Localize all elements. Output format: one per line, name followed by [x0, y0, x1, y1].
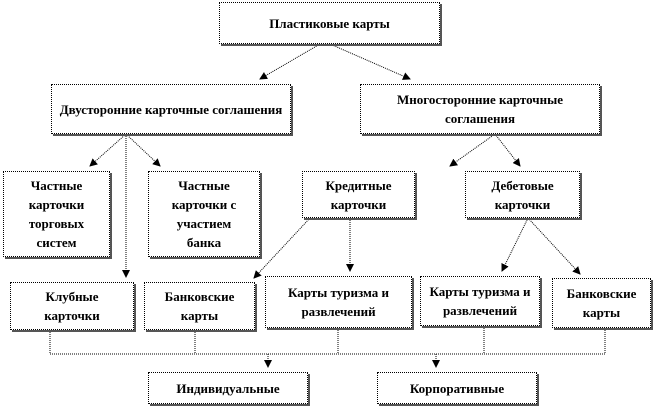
arrow-debit-tourism [501, 217, 529, 272]
node-tourism-2: Карты туризма и развлечений [420, 276, 540, 326]
node-debit: Дебетовые карточки [465, 171, 580, 218]
node-bank-1: Банковские карты [144, 282, 255, 330]
node-tourism-1: Карты туризма и развлечений [265, 276, 412, 328]
arrow-debit-bank [527, 217, 581, 275]
node-bank-2: Банковские карты [552, 278, 651, 328]
arrow-credit-bank [253, 217, 311, 279]
arrow-bilateral-private-trade [89, 133, 127, 167]
node-individual: Индивидуальные [148, 372, 308, 404]
node-private-trade: Частные карточки торговых систем [3, 171, 110, 257]
node-plastic-cards: Пластиковые карты [219, 2, 440, 44]
node-club: Клубные карточки [10, 282, 134, 330]
node-corporate: Корпоративные [377, 372, 537, 404]
bus-lines [49, 326, 606, 355]
arrow-multilateral-credit [449, 133, 496, 167]
node-private-bank: Частные карточки с участием банка [148, 171, 260, 257]
arrow-bilateral-private-bank [125, 133, 161, 167]
arrow-root-bilateral [259, 43, 321, 80]
node-multilateral: Многосторонние карточные соглашения [360, 84, 600, 134]
node-credit: Кредитные карточки [302, 171, 415, 218]
node-bilateral: Двусторонние карточные соглашения [51, 84, 291, 134]
arrow-root-multilateral [329, 43, 411, 80]
arrow-multilateral-debit [494, 133, 521, 167]
